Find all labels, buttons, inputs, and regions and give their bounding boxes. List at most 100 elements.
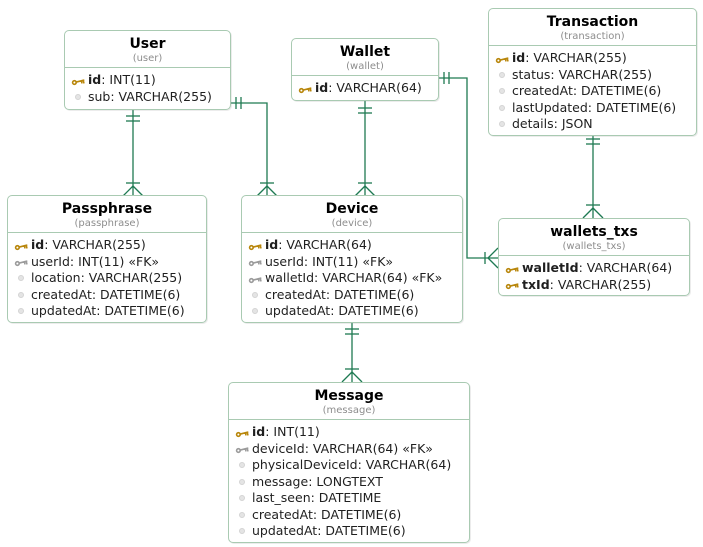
column-name: txId <box>522 276 550 292</box>
column-name: walletId <box>265 270 315 285</box>
column-row: physicalDeviceId: VARCHAR(64) <box>234 457 465 474</box>
column-row: createdAt: DATETIME(6) <box>494 83 692 100</box>
column-type: : DATETIME(6) <box>96 303 185 318</box>
entity-title: Transaction <box>546 14 639 30</box>
entity-schema-label: (passphrase) <box>74 218 140 229</box>
entity-header: Passphrase(passphrase) <box>8 196 206 232</box>
column-type: : DATETIME <box>310 490 382 505</box>
column-row: updatedAt: DATETIME(6) <box>13 303 202 320</box>
column-name: deviceId <box>252 440 305 456</box>
column-row: id: INT(11) <box>70 72 226 89</box>
column-type: : VARCHAR(64) <box>328 80 422 95</box>
relationship-wallet-wallets_txs <box>432 72 499 269</box>
entity-schema-label: (wallet) <box>346 61 384 72</box>
entity-user[interactable]: User(user)id: INT(11)sub: VARCHAR(255) <box>64 30 231 110</box>
entity-device[interactable]: Device(device)id: VARCHAR(64)userId: INT… <box>241 195 463 323</box>
column-name: updatedAt <box>265 303 331 318</box>
column-name: createdAt <box>265 286 326 302</box>
column-type: : VARCHAR(255) <box>44 237 146 252</box>
column-icon <box>234 492 249 505</box>
column-name: physicalDeviceId <box>252 457 358 472</box>
column-type: : DATETIME(6) <box>587 99 677 115</box>
entity-message[interactable]: Message(message) id: INT(11)deviceId: VAR… <box>228 382 470 543</box>
entity-schema-label: (wallets_txs) <box>562 241 626 252</box>
column-row: last_seen: DATETIME <box>234 490 465 507</box>
column-type: : DATETIME(6) <box>572 83 662 98</box>
column-type: : VARCHAR(64) «FK» <box>314 270 443 285</box>
column-row: message: LONGTEXT <box>234 474 465 491</box>
entity-title: Wallet <box>339 44 391 60</box>
column-type: : INT(11) <box>101 72 156 87</box>
column-name: updatedAt <box>31 303 97 318</box>
column-name: message <box>252 473 309 489</box>
column-icon <box>247 305 262 318</box>
column-name: walletId <box>522 260 579 275</box>
column-type: : DATETIME(6) <box>91 286 181 302</box>
primary-key-icon <box>504 262 519 275</box>
column-name: id <box>31 237 45 252</box>
column-row: createdAt: DATETIME(6) <box>247 287 458 304</box>
column-row: details: JSON <box>494 116 692 133</box>
column-name: id <box>315 80 329 95</box>
column-icon <box>70 90 85 103</box>
column-type: : VARCHAR(255) <box>550 66 652 82</box>
column-name: status <box>512 66 551 82</box>
column-type: : VARCHAR(255) <box>525 50 627 65</box>
relationship-user-device <box>224 97 278 197</box>
column-type: : VARCHAR(64) <box>278 237 372 252</box>
column-row: userId: INT(11) «FK» <box>13 254 202 271</box>
column-name: id <box>252 424 266 439</box>
primary-key-icon <box>494 52 509 65</box>
column-type: : INT(11) «FK» <box>69 253 160 269</box>
entity-columns: id: VARCHAR(64)userId: INT(11) «FK»walle… <box>242 232 462 322</box>
entity-wallets_txs[interactable]: wallets_txs(wallets_txs) walletId: VARCHA… <box>498 218 690 296</box>
column-type: : INT(11) <box>265 424 320 439</box>
foreign-key-icon <box>234 442 249 455</box>
column-type: : VARCHAR(255) <box>110 88 212 104</box>
column-row: id: VARCHAR(64) <box>247 237 458 254</box>
column-name: createdAt <box>31 286 92 302</box>
column-name: id <box>88 72 102 87</box>
column-row: createdAt: DATETIME(6) <box>13 287 202 304</box>
column-type: : LONGTEXT <box>308 473 383 489</box>
column-icon <box>494 118 509 131</box>
entity-header: Transaction(transaction) <box>489 9 696 45</box>
column-name: lastUpdated <box>512 99 588 115</box>
primary-key-icon <box>234 426 249 439</box>
entity-title: wallets_txs <box>550 224 638 240</box>
primary-key-icon <box>297 82 312 95</box>
relationship-transaction-wallets_txs <box>582 125 604 219</box>
column-row: id: VARCHAR(255) <box>13 237 202 254</box>
primary-key-icon <box>70 74 85 87</box>
column-icon <box>494 101 509 114</box>
column-row: id: VARCHAR(64) <box>297 80 434 97</box>
column-row: walletId: VARCHAR(64) <box>504 260 685 277</box>
entity-columns: id: VARCHAR(64) <box>292 75 438 100</box>
column-icon <box>13 288 28 301</box>
column-type: : VARCHAR(64) «FK» <box>304 440 433 456</box>
relationship-wallet-device <box>354 95 376 197</box>
column-type: : DATETIME(6) <box>312 506 402 522</box>
entity-header: Device(device) <box>242 196 462 232</box>
entity-header: Message(message) <box>229 383 469 419</box>
foreign-key-icon <box>247 272 262 285</box>
entity-passphrase[interactable]: Passphrase(passphrase)id: VARCHAR(255)us… <box>7 195 207 323</box>
column-name: location <box>31 270 81 285</box>
column-row: walletId: VARCHAR(64) «FK» <box>247 270 458 287</box>
column-row: id: VARCHAR(255) <box>494 50 692 67</box>
column-icon <box>494 85 509 98</box>
entity-columns: id: INT(11)sub: VARCHAR(255) <box>65 67 230 109</box>
column-name: id <box>265 237 279 252</box>
column-icon <box>13 305 28 318</box>
entity-wallet[interactable]: Wallet(wallet) id: VARCHAR(64) <box>291 38 439 101</box>
column-type: : VARCHAR(64) <box>578 260 673 275</box>
column-icon <box>234 508 249 521</box>
entity-schema-label: (message) <box>322 405 376 416</box>
entity-transaction[interactable]: Transaction(transaction) id: VARCHAR(255)… <box>488 8 697 136</box>
column-row: location: VARCHAR(255) <box>13 270 202 287</box>
relationship-user-passphrase <box>122 100 144 197</box>
column-type: : VARCHAR(255) <box>80 270 183 285</box>
column-name: createdAt <box>252 506 313 522</box>
entity-schema-label: (device) <box>331 218 373 229</box>
entity-schema-label: (transaction) <box>560 31 625 42</box>
